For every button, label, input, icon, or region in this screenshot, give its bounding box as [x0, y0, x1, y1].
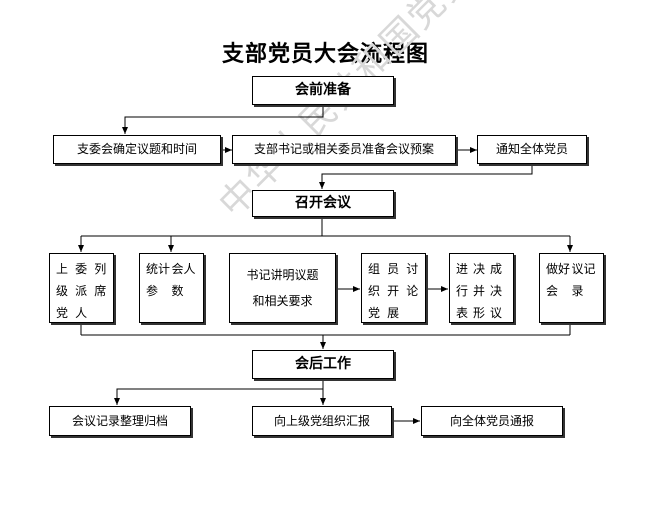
step-text-line: 会人数 — [171, 262, 196, 298]
meeting-step-discussion: 组织党 员开展 讨论 — [361, 253, 426, 323]
step-text-line: 上级党 — [56, 262, 69, 320]
step-text-line: 列席 — [94, 262, 107, 298]
meeting-step-explain-agenda: 书记讲明议题 和相关要求 — [229, 253, 336, 323]
step-text-line: 讨论 — [406, 262, 419, 298]
step-text-line: 员开展 — [387, 262, 400, 320]
step-text-line: 做好会 — [546, 262, 571, 298]
connector-prep-to-meeting — [319, 165, 533, 189]
page-title: 支部党员大会流程图 — [221, 42, 429, 67]
prep-step-set-agenda: 支委会确定议题和时间 — [53, 135, 221, 164]
after-step-report-superior: 向上级党组织汇报 — [252, 406, 392, 436]
connector-prep-to-step1 — [122, 106, 324, 134]
step-text-line: 书记讲明议题 — [246, 268, 319, 282]
meeting-step-count-attendees: 统计参 会人数 — [139, 253, 204, 323]
stage-after-header: 会后工作 — [252, 350, 394, 379]
step-text-line: 议记录 — [571, 262, 596, 298]
connector-after-to-step1 — [114, 379, 324, 405]
step-text-line: 决并形 — [473, 262, 486, 320]
step-text-line: 成决议 — [490, 262, 503, 320]
prep-step-prepare-plan: 支部书记或相关委员准备会议预案 — [232, 135, 456, 164]
step-text-line: 组织党 — [368, 262, 381, 320]
stage-meeting-header: 召开会议 — [252, 190, 394, 217]
stage-prep-header: 会前准备 — [252, 76, 394, 105]
step-text-line: 统计参 — [146, 262, 171, 298]
step-text-line: 委派人 — [75, 262, 88, 320]
after-step-notify-members: 向全体党员通报 — [421, 406, 563, 436]
step-text-line: 和相关要求 — [252, 294, 313, 308]
meeting-step-vote-resolution: 进行表 决并形 成决议 — [449, 253, 514, 323]
after-step-archive-minutes: 会议记录整理归档 — [49, 406, 191, 436]
step-text-line: 进行表 — [456, 262, 469, 320]
meeting-step-superior-attend: 上级党 委派人 列席 — [49, 253, 114, 323]
meeting-step-record-minutes: 做好会 议记录 — [539, 253, 604, 323]
prep-step-notify-members: 通知全体党员 — [477, 135, 587, 164]
